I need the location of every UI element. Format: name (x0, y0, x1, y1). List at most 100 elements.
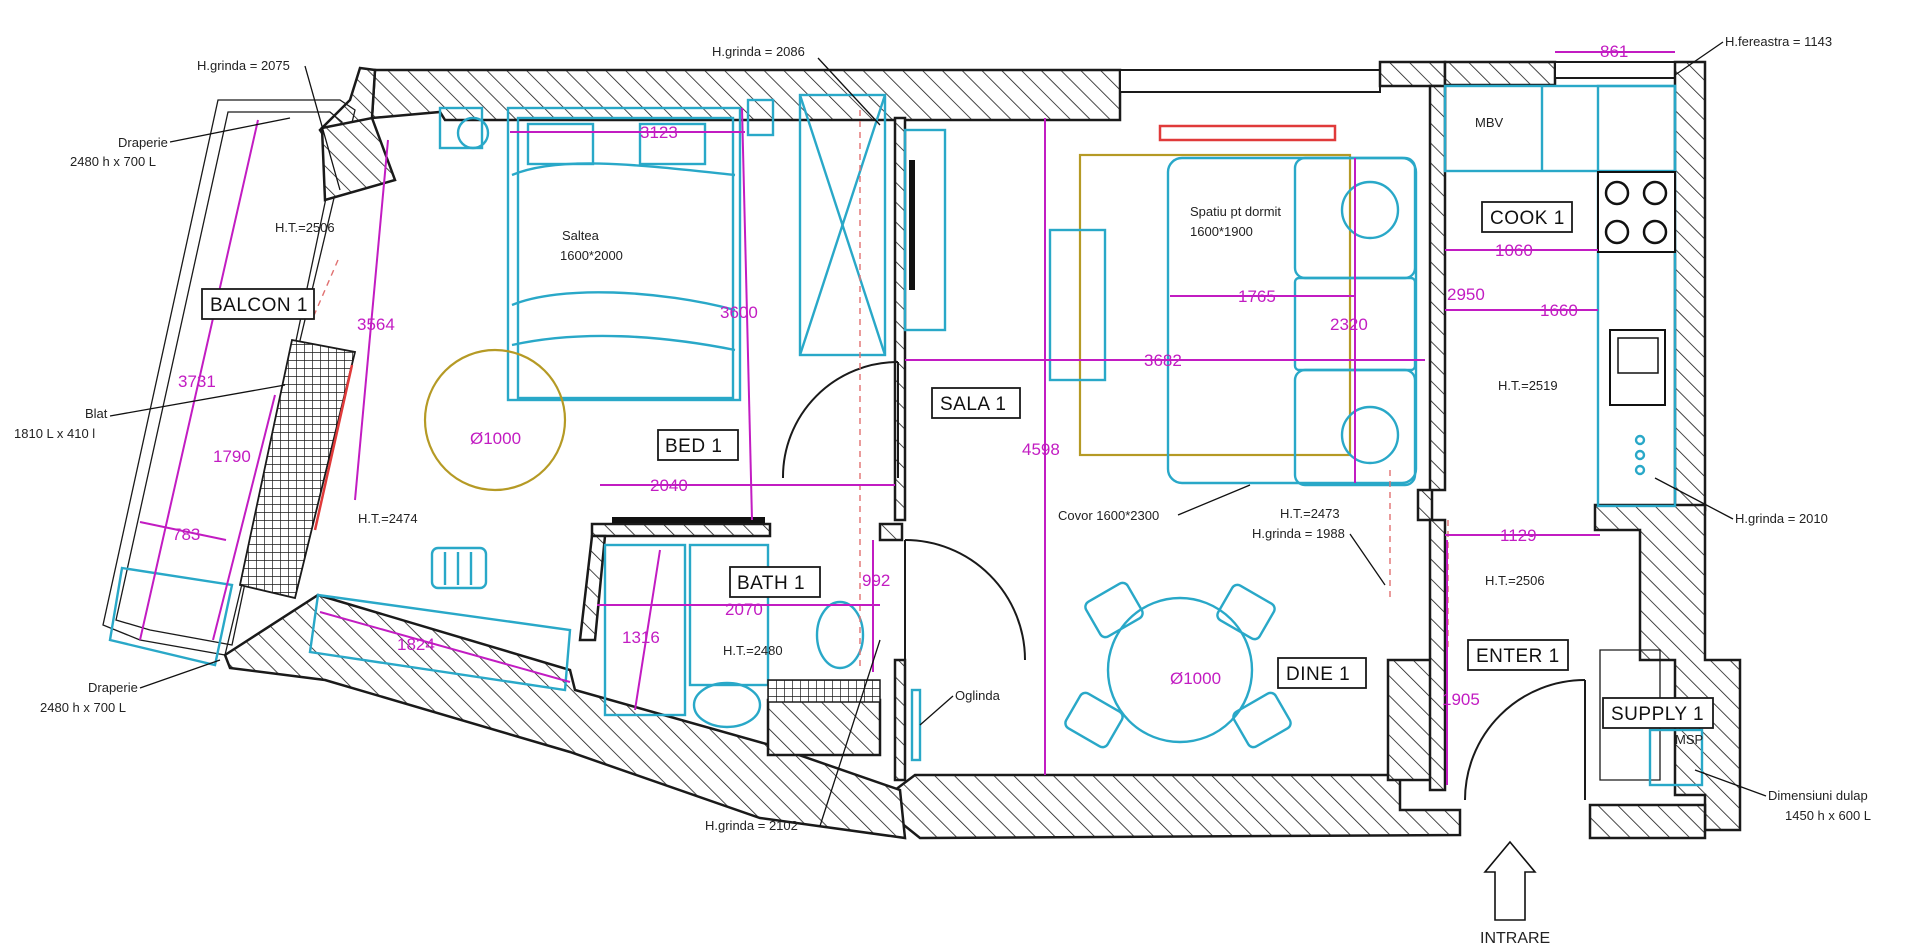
dim-1765: 1765 (1238, 287, 1276, 306)
room-labels: BALCON 1 BED 1 BATH 1 SALA 1 COOK 1 DINE… (201, 201, 1714, 729)
dim-783: 783 (172, 525, 200, 544)
note-saltea-2: 1600*2000 (560, 248, 623, 263)
dim-992: 992 (862, 571, 890, 590)
note-grinda-bed: H.grinda = 2086 (712, 44, 805, 59)
dim-3682: 3682 (1144, 351, 1182, 370)
balcon-table (238, 338, 357, 600)
dim-3600: 3600 (720, 303, 758, 322)
dim-861: 861 (1600, 42, 1628, 61)
bath-counter (767, 679, 881, 703)
wall-top-cook (1443, 60, 1557, 87)
height-notes: H.T.=2506 H.T.=2474 H.T.=2480 H.T.=2473 … (275, 220, 1558, 658)
mirror (910, 688, 922, 762)
wardrobe (798, 93, 887, 357)
wall-enter-left (1428, 518, 1447, 792)
room-label-sala: SALA 1 (940, 394, 1006, 415)
note-spatiu-2: 1600*1900 (1190, 224, 1253, 239)
note-draperie-top-2: 2480 h x 700 L (70, 154, 156, 169)
window-cook (1554, 61, 1676, 79)
wall-bath-top (590, 522, 772, 538)
wall-bath-right (878, 522, 904, 542)
dim-1660: 1660 (1540, 301, 1578, 320)
wall-right (1673, 60, 1707, 512)
wall-sala-left (893, 116, 907, 522)
oven-icon (1609, 329, 1666, 406)
dim-1316: 1316 (622, 628, 660, 647)
dim-phi-1000-dine: Ø1000 (1170, 669, 1221, 688)
wall-balcon-bed (320, 116, 397, 202)
note-grinda-sala: H.grinda = 1988 (1252, 526, 1345, 541)
room-label-balcon: BALCON 1 (210, 295, 308, 316)
dining-table (1106, 596, 1254, 744)
ht-bed: H.T.=2474 (358, 511, 418, 526)
dim-phi-1000-bed: Ø1000 (470, 429, 521, 448)
round-rug (423, 348, 567, 492)
note-saltea-1: Saltea (562, 228, 600, 243)
balcon-frame (102, 99, 356, 656)
room-label-supply: SUPPLY 1 (1611, 704, 1704, 725)
note-oglinda: Oglinda (955, 688, 1001, 703)
note-dulap-1: Dimensiuni dulap (1768, 788, 1868, 803)
dim-1824: 1824 (397, 635, 435, 654)
guides (311, 110, 1449, 670)
wall-bath-bottom (766, 698, 882, 757)
window-sala (1119, 69, 1381, 93)
walls (102, 60, 1742, 840)
ht-cook: H.T.=2519 (1498, 378, 1558, 393)
ht-bath: H.T.=2480 (723, 643, 783, 658)
dim-1060: 1060 (1495, 241, 1533, 260)
note-mbv: MBV (1475, 115, 1504, 130)
dim-1129: 1129 (1500, 526, 1537, 545)
note-blat-2: 1810 L x 410 l (14, 426, 95, 441)
dimension-labels: 3123 3564 3731 3600 1790 783 1824 2040 2… (172, 42, 1628, 709)
dim-1905: 1905 (1442, 690, 1480, 709)
dim-3731: 3731 (178, 372, 216, 391)
note-blat-1: Blat (85, 406, 108, 421)
rug-covor (1078, 153, 1352, 457)
room-label-cook: COOK 1 (1490, 208, 1565, 229)
ht-sala: H.T.=2473 (1280, 506, 1340, 521)
dim-4598: 4598 (1022, 440, 1060, 459)
dim-3123: 3123 (640, 123, 678, 142)
note-grinda-cook: H.grinda = 2010 (1735, 511, 1828, 526)
furniture (108, 84, 1704, 787)
note-grinda-bath: H.grinda = 2102 (705, 818, 798, 833)
toilet (815, 600, 865, 670)
wall-bottom-right (1588, 803, 1707, 840)
note-intrare: INTRARE (1480, 930, 1550, 947)
ht-enter: H.T.=2506 (1485, 573, 1545, 588)
room-label-enter: ENTER 1 (1476, 646, 1560, 667)
wall-top-left (370, 68, 1122, 122)
note-draperie-bot-2: 2480 h x 700 L (40, 700, 126, 715)
bed (506, 106, 742, 402)
doors (781, 361, 1586, 921)
dim-2950: 2950 (1447, 285, 1485, 304)
wall-cook-left (1416, 84, 1447, 522)
annotations: H.grinda = 2075 H.grinda = 2086 H.fereas… (14, 34, 1871, 947)
wall-sala-left-low (893, 658, 907, 782)
room-label-bed: BED 1 (665, 436, 722, 457)
note-draperie-top-1: Draperie (118, 135, 168, 150)
wall-bath-left (578, 534, 607, 642)
dim-2040: 2040 (650, 476, 688, 495)
note-covor: Covor 1600*2300 (1058, 508, 1159, 523)
note-draperie-bot-1: Draperie (88, 680, 138, 695)
note-msp: MSP (1675, 732, 1703, 747)
room-label-bath: BATH 1 (737, 573, 805, 594)
note-fereastra: H.fereastra = 1143 (1725, 34, 1832, 49)
wall-bottom-left (223, 593, 907, 840)
room-label-dine: DINE 1 (1286, 664, 1350, 685)
dim-2320: 2320 (1330, 315, 1368, 334)
ht-balcon: H.T.=2506 (275, 220, 335, 235)
dim-1790: 1790 (213, 447, 251, 466)
entry-arrow-icon (1483, 840, 1537, 921)
note-grinda-balcon: H.grinda = 2075 (197, 58, 290, 73)
wall-right-lower (1593, 503, 1742, 832)
desk (308, 593, 572, 692)
note-spatiu-1: Spatiu pt dormit (1190, 204, 1281, 219)
note-dulap-2: 1450 h x 600 L (1785, 808, 1871, 823)
dim-2070: 2070 (725, 600, 763, 619)
dim-3564: 3564 (357, 315, 395, 334)
dimension-lines (139, 51, 1675, 785)
